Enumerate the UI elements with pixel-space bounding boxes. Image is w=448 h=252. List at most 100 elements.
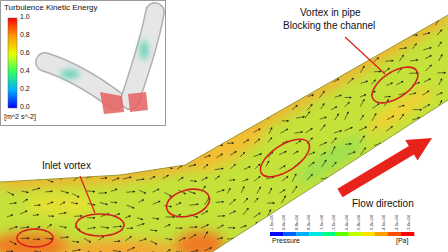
velocity-vector [243,42,249,47]
velocity-vector [189,140,197,143]
velocity-vector [32,187,40,190]
velocity-vector [281,78,284,84]
velocity-vector [229,199,236,205]
velocity-vector [436,125,441,130]
velocity-vector [296,141,302,144]
velocity-vector [422,245,427,251]
velocity-vector [373,103,380,108]
velocity-vector [269,59,277,61]
velocity-vector [214,112,220,118]
velocity-vector [321,189,329,192]
velocity-vector [205,124,209,130]
velocity-vector [424,240,431,242]
velocity-vector [190,180,197,182]
velocity-vector [191,37,199,40]
velocity-vector [204,35,211,37]
velocity-vector [47,224,52,228]
arrow-label: Flow direction [352,198,414,210]
velocity-vector [176,202,182,205]
velocity-vector [436,187,440,192]
velocity-vector [188,127,194,131]
callout-text: Inlet vortex [42,160,91,172]
velocity-vector [243,140,249,144]
velocity-vector [189,164,196,167]
velocity-vector [269,127,272,134]
velocity-vector [256,21,264,24]
velocity-vector [215,94,222,97]
inset-panel [1,1,166,126]
velocity-vector [256,107,263,109]
velocity-vector [163,157,169,159]
colorbar-tick: -9.4e+04 [282,215,287,231]
velocity-vector [240,225,246,228]
velocity-vector [228,56,236,59]
velocity-vector [34,166,40,169]
velocity-vector [292,105,297,110]
velocity-vector [59,155,66,157]
velocity-vector [320,152,325,155]
velocity-vector [280,190,286,193]
velocity-vector [100,142,106,144]
velocity-vector [152,131,158,133]
velocity-vector [229,103,232,109]
velocity-vector [396,81,403,85]
velocity-vector [97,157,102,160]
velocity-vector [280,129,288,133]
velocity-vector [164,205,172,207]
velocity-vector [399,137,405,142]
velocity-vector [61,143,69,147]
velocity-vector [398,176,406,179]
velocity-vector [244,166,251,169]
velocity-vector [386,31,392,35]
velocity-vector [125,167,133,171]
velocity-vector [387,116,394,120]
velocity-vector [189,9,197,11]
velocity-vector [357,209,362,216]
velocity-vector [165,238,172,240]
velocity-vector [279,151,287,155]
velocity-vector [385,190,391,192]
velocity-vector [231,248,239,251]
velocity-vector [358,59,365,61]
velocity-vector [437,92,443,95]
velocity-vector [59,212,66,214]
velocity-vector [371,33,378,37]
velocity-vector [333,45,341,50]
velocity-vector [240,152,245,157]
velocity-vector [190,250,198,252]
velocity-vector [101,177,107,179]
velocity-vector [424,211,430,215]
velocity-vector [384,95,390,97]
velocity-vector [296,201,300,206]
velocity-vector [216,201,224,203]
velocity-vector [254,139,260,144]
velocity-vector [73,176,80,181]
velocity-vector [423,32,430,34]
velocity-vector [205,83,213,85]
velocity-vector [126,191,135,193]
velocity-vector [20,143,26,145]
velocity-vector [97,166,105,168]
colorbar-tick: 0.8 [20,31,30,39]
velocity-vector [331,138,336,144]
velocity-vector [100,202,108,205]
velocity-vector [411,166,419,168]
velocity-vector [45,238,52,240]
velocity-vector [127,205,135,208]
velocity-vector [176,227,183,229]
colorbar-tick: -5.2e+04 [370,215,375,231]
velocity-vector [423,7,430,11]
velocity-vector [348,57,356,59]
velocity-vector [139,190,146,193]
velocity-vector [20,211,27,215]
velocity-vector [437,72,445,74]
velocity-vector [439,79,443,86]
velocity-vector [190,23,196,25]
colorbar-tick: 0.2 [20,85,30,93]
velocity-vector [309,68,316,71]
velocity-vector [176,120,182,123]
velocity-vector [268,46,276,48]
velocity-vector [7,192,14,196]
velocity-vector [425,55,432,58]
